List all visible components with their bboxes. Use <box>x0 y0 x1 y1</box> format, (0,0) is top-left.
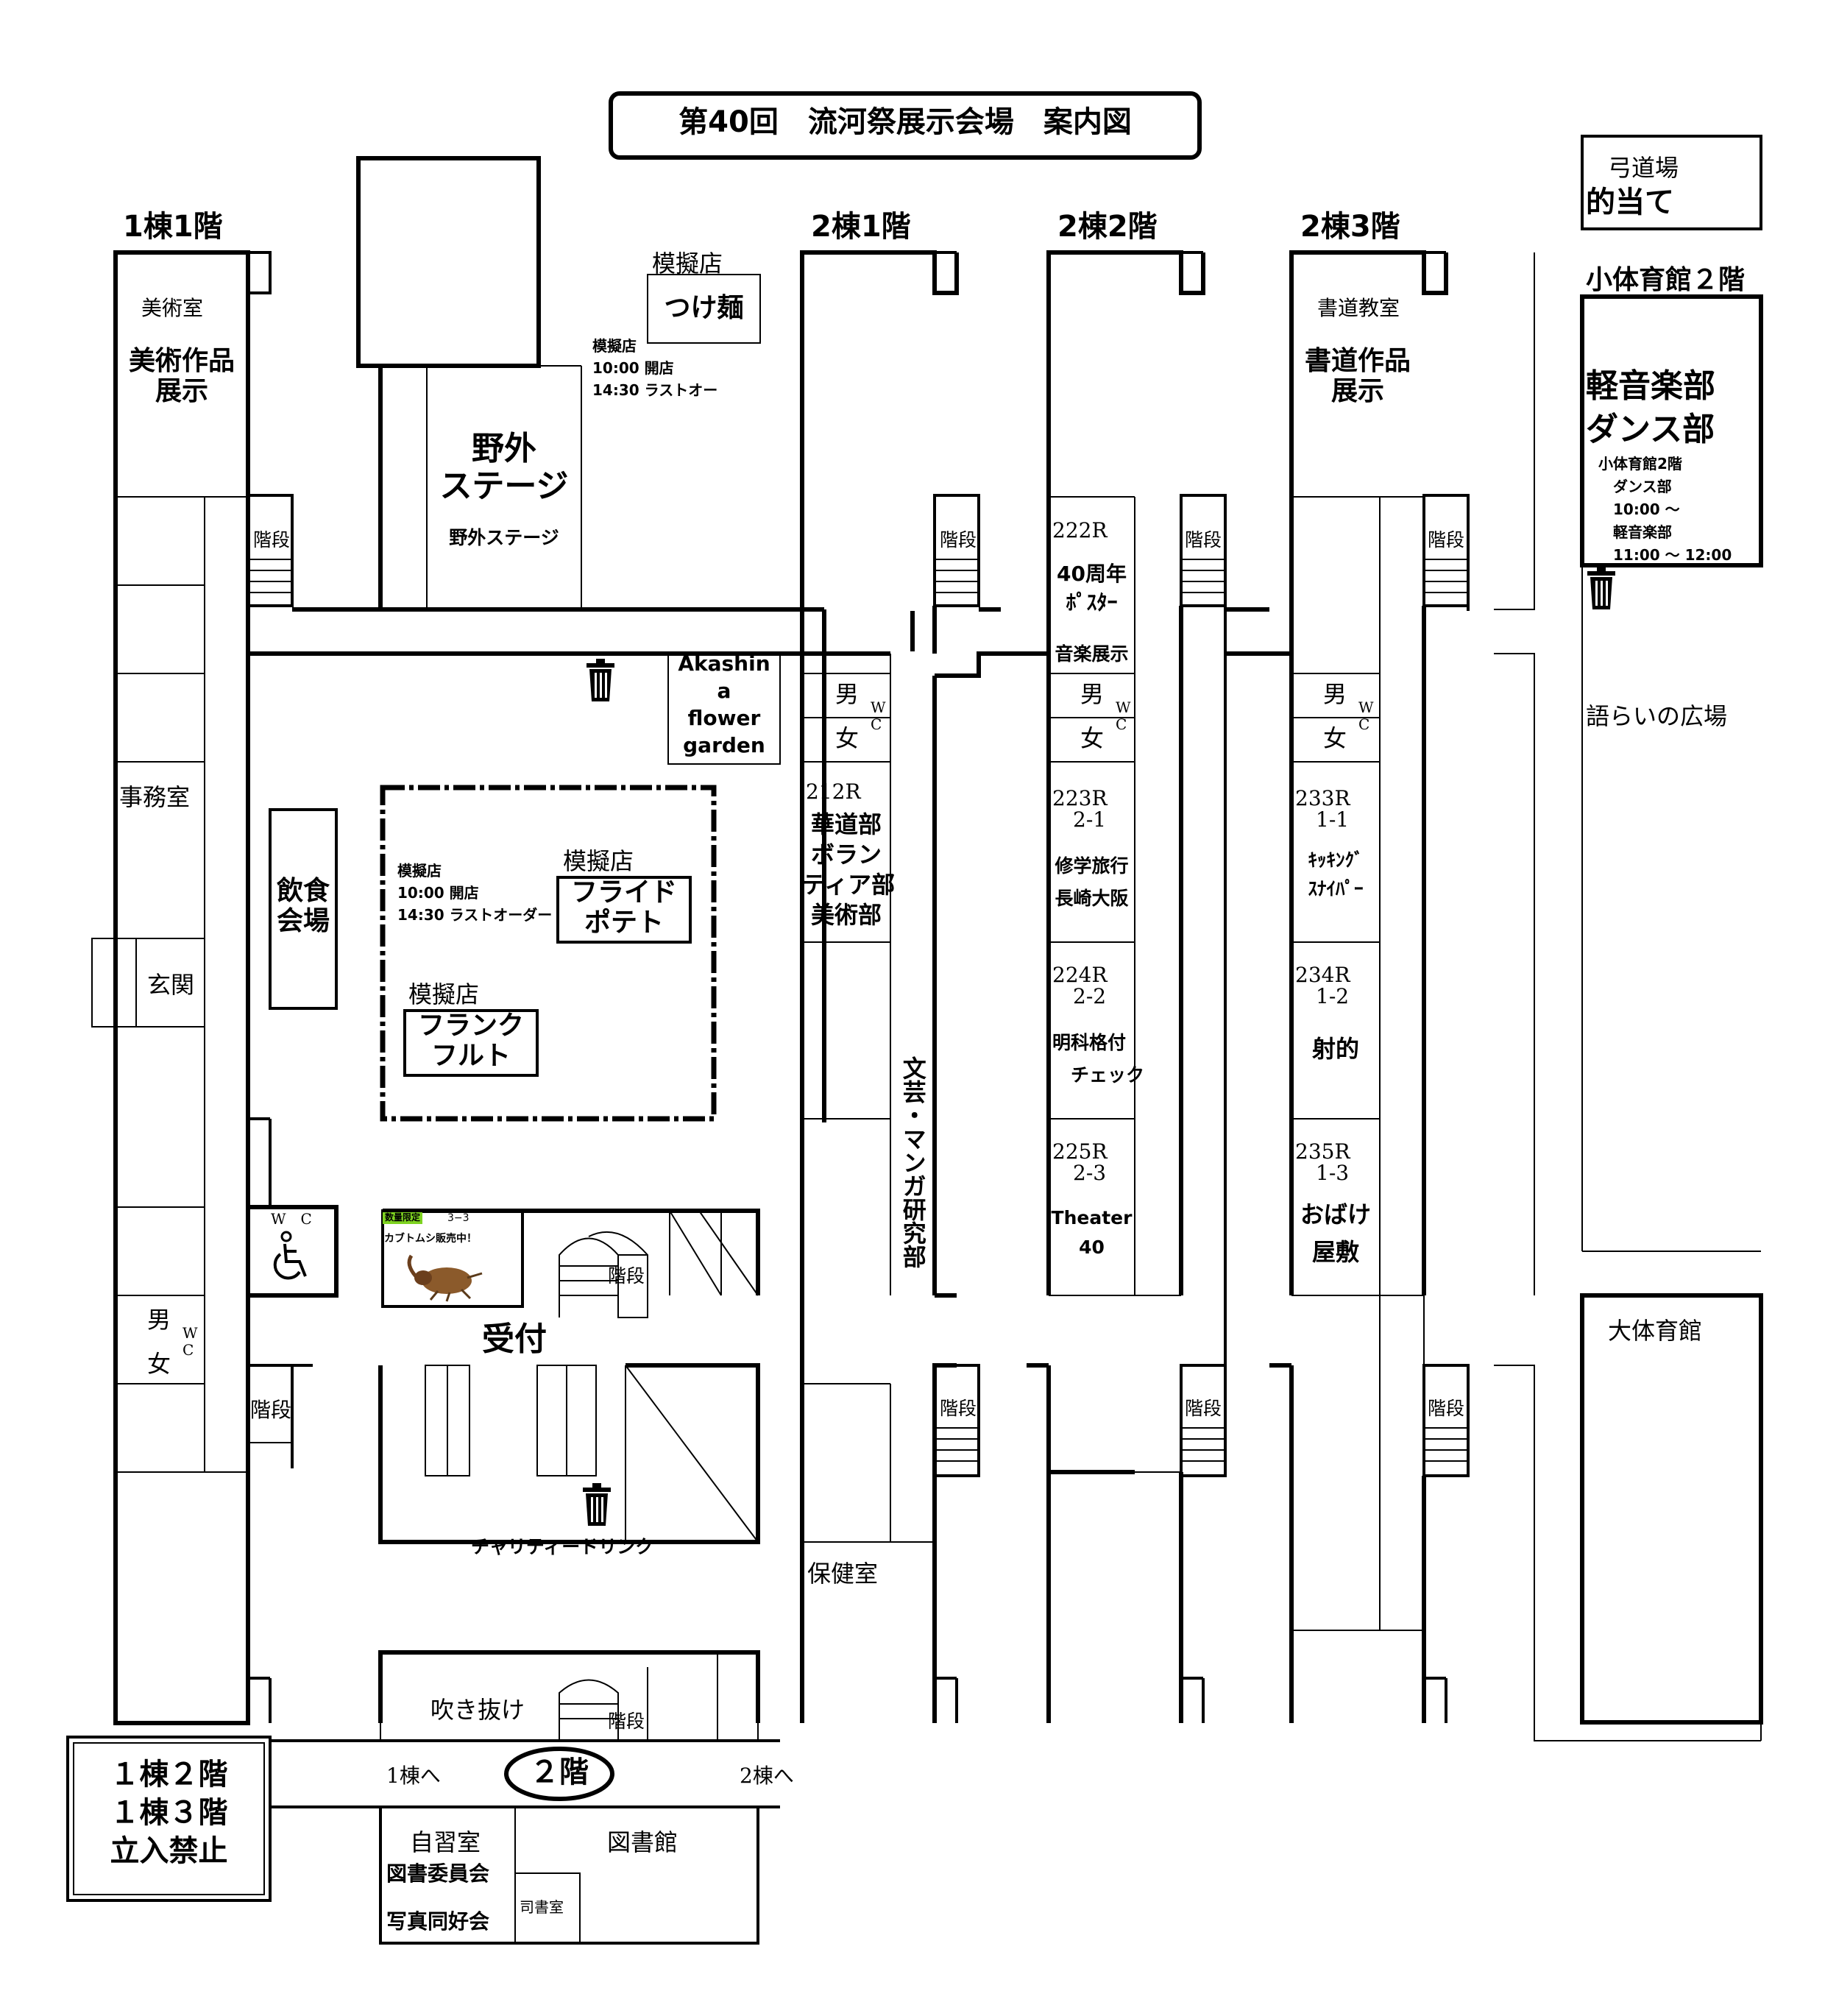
wing-label-small-gym: 小体育館２階 <box>1586 265 1746 295</box>
plaza-label: 語らいの広場 <box>1586 702 1728 730</box>
reception-label: 受付 <box>482 1320 547 1358</box>
w1-wc-male: 男 <box>147 1306 171 1334</box>
w1-wc-female: 女 <box>147 1350 171 1378</box>
beetle-icon <box>407 1254 483 1302</box>
room-222-number: 222R <box>1052 518 1108 542</box>
w2f3-wc-label: W C <box>1358 698 1374 733</box>
w2f1-stairs-top: 階段 <box>940 529 977 551</box>
w2f2-wc-female: 女 <box>1080 724 1105 752</box>
calligraphy-exhibit-label: 書道作品 展示 <box>1304 346 1411 407</box>
wheelchair-icon <box>273 1231 307 1280</box>
tsukemen-tag: 模擬店 <box>652 250 723 277</box>
wc-accessible-label: W C <box>271 1210 312 1228</box>
room-234-text: 射的 <box>1311 1035 1359 1063</box>
dining-label: 飲食 会場 <box>276 876 330 937</box>
w2f2-wc-label: W C <box>1116 698 1131 733</box>
entrance-label: 玄関 <box>147 971 195 999</box>
frank-tag: 模擬店 <box>408 980 480 1008</box>
w1-wc-label: W C <box>182 1324 198 1359</box>
room-234-number: 234R 1-2 <box>1295 963 1350 1009</box>
page-title: 第40回 流河祭展示会場 案内図 <box>678 105 1132 139</box>
archery-range-label: 弓道場 <box>1608 154 1679 182</box>
room-222-music: 音楽展示 <box>1055 643 1129 665</box>
w2f2-stairs-top: 階段 <box>1185 529 1222 551</box>
trash-icon <box>1587 567 1615 609</box>
library-committee-label: 図書委員会 <box>386 1861 490 1886</box>
art-room-label: 美術室 <box>141 296 204 320</box>
room-233-text: ｷｯｷﾝｸﾞ ｽﾅｲﾊﾟｰ <box>1308 849 1364 899</box>
nurse-office-label: 保健室 <box>807 1560 879 1588</box>
library-label: 図書館 <box>607 1828 678 1856</box>
room-223-number: 223R 2-1 <box>1052 786 1108 832</box>
study-room-label: 自習室 <box>410 1828 481 1856</box>
w2f1-wc-label: W C <box>871 698 886 733</box>
beetle-class: 3−3 <box>447 1212 469 1224</box>
frank-label: フランク フルト <box>417 1011 524 1072</box>
wing-label-w2f3: 2棟3階 <box>1300 210 1400 244</box>
big-gym-label: 大体育館 <box>1608 1317 1703 1345</box>
manga-club-label: 文芸・マンガ研究部 <box>899 1056 927 1268</box>
outdoor-stage-sub: 野外ステージ <box>449 527 559 548</box>
room-224-text: 明科格付 チェック <box>1052 1032 1145 1086</box>
w2f1-stairs-bottom: 階段 <box>940 1398 977 1419</box>
fries-info: 模擬店 10:00 開店 14:30 ラストオーダー <box>397 862 553 924</box>
beetle-title: カブトムシ販売中！ <box>384 1233 477 1245</box>
second-floor-label: ２階 <box>530 1755 589 1789</box>
w2f3-wc-male: 男 <box>1323 680 1347 708</box>
room-233-number: 233R 1-1 <box>1295 786 1350 832</box>
room-235-text: おばけ 屋敷 <box>1300 1200 1371 1267</box>
akashina-label: Akashin a flower garden <box>678 651 770 757</box>
w2f2-stairs-bottom: 階段 <box>1185 1398 1222 1419</box>
atrium-label: 吹き抜け <box>430 1696 525 1724</box>
room-235-number: 235R 1-3 <box>1295 1139 1350 1186</box>
trash-icon <box>583 1483 611 1526</box>
wing-label-w2f2: 2棟2階 <box>1057 210 1158 244</box>
room-222-text: 40周年 ﾎﾟｽﾀｰ <box>1057 562 1127 615</box>
calligraphy-room-label: 書道教室 <box>1317 296 1400 320</box>
fries-tag: 模擬店 <box>563 847 634 875</box>
light-music-dance-label: 軽音楽部 ダンス部 <box>1586 367 1715 449</box>
title-frame <box>609 91 1202 160</box>
photo-club-label: 写真同好会 <box>386 1909 490 1934</box>
tsukemen-label: つけ麺 <box>664 293 744 323</box>
room-212-clubs: 華道部 ボラン ティア部 美術部 <box>802 810 896 929</box>
w2f3-wc-female: 女 <box>1323 724 1347 752</box>
w2f1-wc-female: 女 <box>835 724 860 752</box>
to-wing1-label: 1棟へ <box>386 1764 441 1788</box>
w2f3-stairs-top: 階段 <box>1428 529 1465 551</box>
room-223-text: 修学旅行 長崎大阪 <box>1055 855 1129 909</box>
w2f3-stairs-bottom: 階段 <box>1428 1398 1465 1419</box>
room-225-number: 225R 2-3 <box>1052 1139 1108 1186</box>
room-224-number: 224R 2-2 <box>1052 963 1108 1009</box>
office-label: 事務室 <box>119 783 191 811</box>
w2f1-wc-male: 男 <box>835 680 860 708</box>
to-wing2-label: 2棟へ <box>740 1764 794 1788</box>
wing-label-w1f1: 1棟1階 <box>123 210 223 244</box>
wing-label-w2f1: 2棟1階 <box>811 210 911 244</box>
outdoor-stage-label: 野外 ステージ <box>439 430 569 505</box>
gym-schedule: 小体育館2階 ダンス部 10:00 ～ 軽音楽部 11:00 ～ 12:00 <box>1598 455 1732 564</box>
archery-event-label: 的当て <box>1586 185 1674 219</box>
w1-stairs-top: 階段 <box>253 529 291 551</box>
room-212-number: 212R <box>806 779 861 804</box>
room-225-text: Theater 40 <box>1051 1207 1133 1258</box>
w1-stairs-bottom: 階段 <box>250 1398 292 1422</box>
librarian-room-label: 司書室 <box>520 1898 564 1916</box>
art-exhibit-label: 美術作品 展示 <box>128 346 235 407</box>
restricted-notice: １棟２階 １棟３階 立入禁止 <box>110 1758 228 1868</box>
second-floor-stairs: 階段 <box>608 1711 645 1732</box>
beetle-badge: 数量限定 <box>383 1212 423 1224</box>
courtyard-stairs: 階段 <box>608 1265 645 1287</box>
fries-label: フライド ポテト <box>570 877 677 938</box>
tsukemen-hours: 模擬店 10:00 開店 14:30 ラストオー <box>592 337 718 399</box>
trash-icon <box>587 659 614 701</box>
w2f2-wc-male: 男 <box>1080 680 1105 708</box>
charity-drink-label: チャリティードリンク <box>471 1536 654 1557</box>
